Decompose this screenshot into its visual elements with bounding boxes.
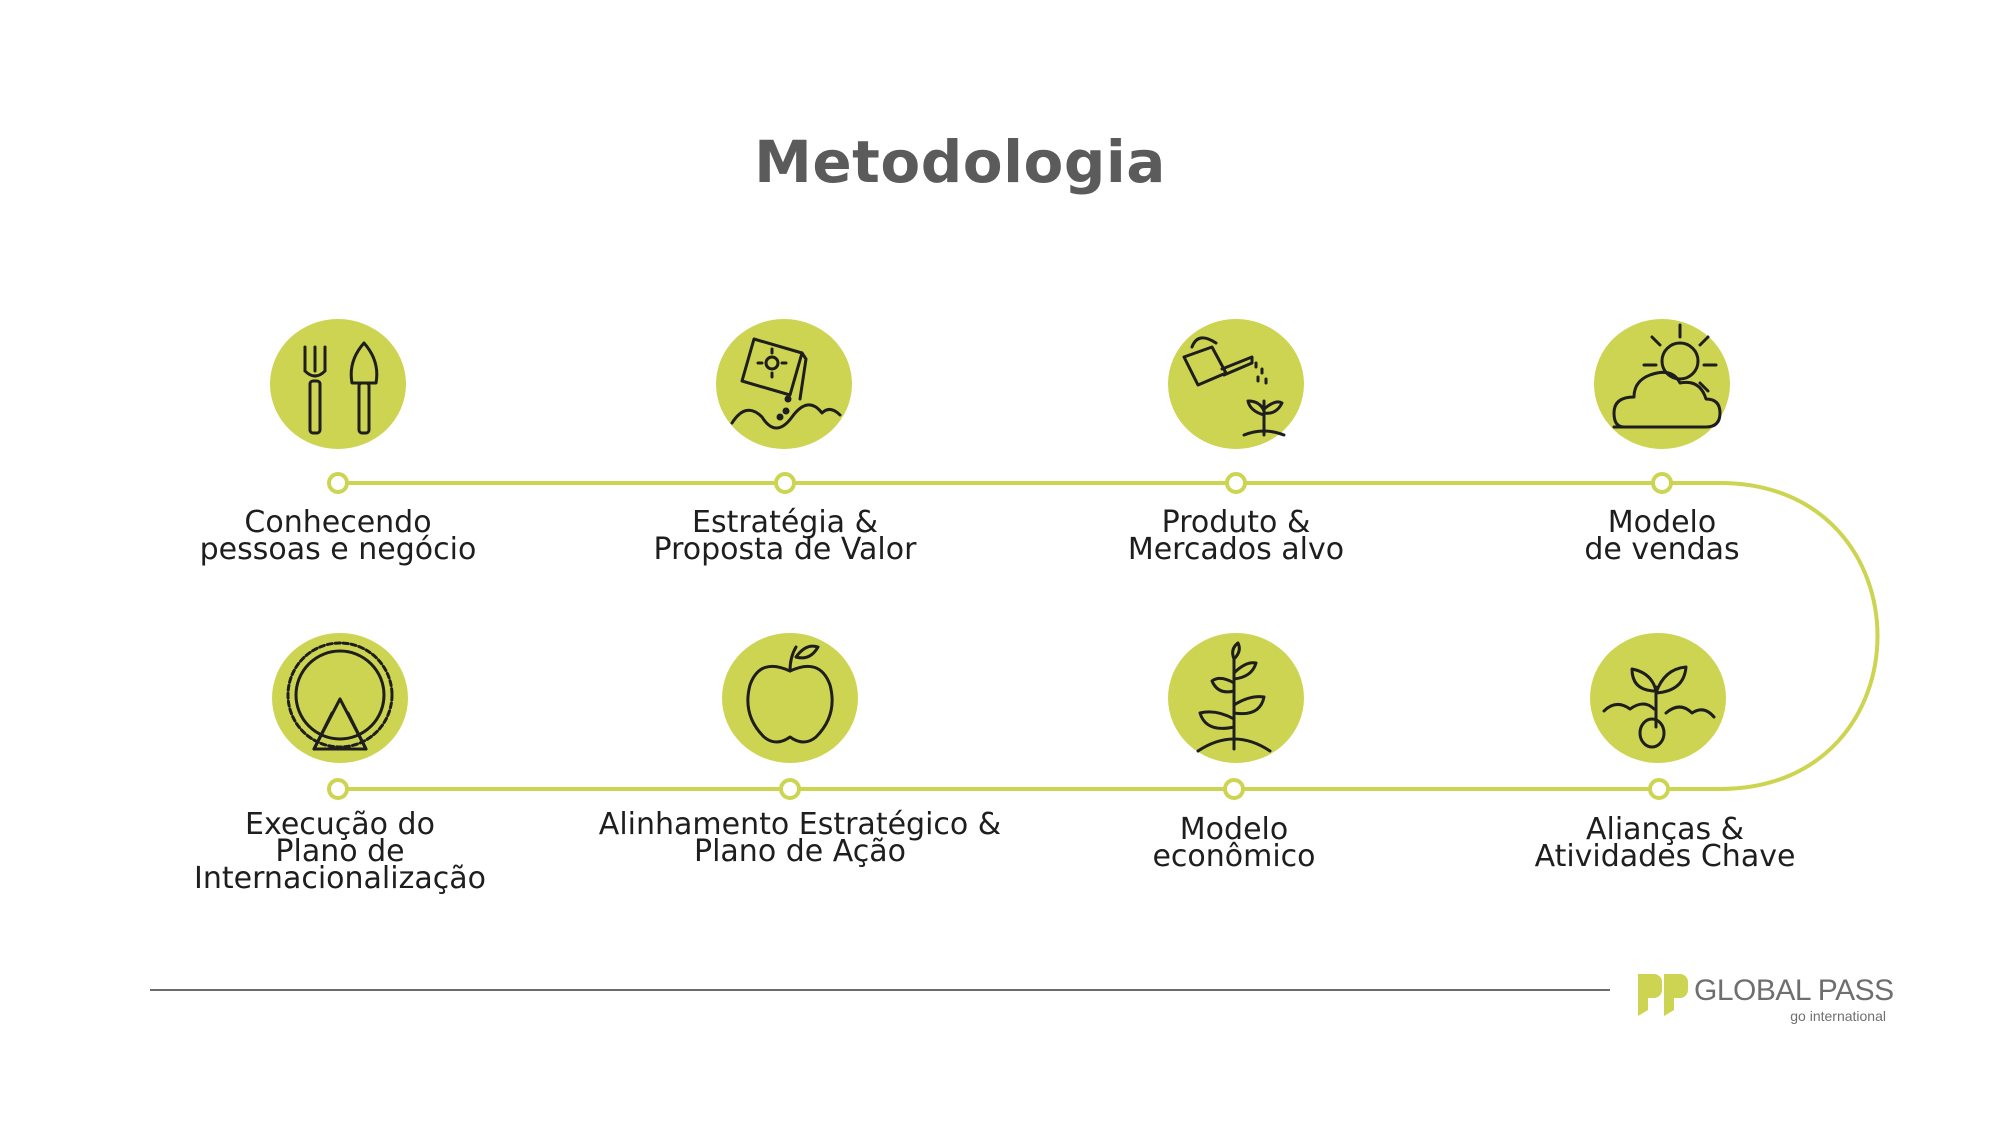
node-8 [327, 778, 349, 800]
node-3 [1225, 472, 1247, 494]
sprout-icon [1590, 633, 1726, 763]
brand-tagline: go international [1790, 1008, 1886, 1024]
page-title: Metodologia [754, 128, 1166, 196]
step-label-7: Alinhamento Estratégico &Plano de Ação [598, 807, 1002, 869]
node-5 [1648, 778, 1670, 800]
apple-icon [722, 633, 858, 763]
node-6 [1223, 778, 1245, 800]
brand-mark-icon [1638, 974, 1688, 1016]
node-2 [774, 472, 796, 494]
seed-packet-icon [716, 319, 852, 449]
step-label-2: Estratégia &Proposta de Valor [653, 505, 917, 567]
sun-cloud-icon [1594, 319, 1730, 449]
watering-can-icon [1168, 319, 1304, 449]
node-1 [327, 472, 349, 494]
footer-divider [150, 989, 1610, 991]
node-7 [779, 778, 801, 800]
step-label-3: Produto &Mercados alvo [1127, 505, 1345, 567]
growing-plant-icon [1168, 633, 1304, 763]
node-4 [1651, 472, 1673, 494]
brand-logo: GLOBAL PASS go international [1636, 970, 1894, 1032]
brand-name: GLOBAL PASS [1694, 974, 1894, 1007]
garden-tools-icon [270, 319, 406, 449]
step-label-5: Alianças &Atividades Chave [1534, 812, 1796, 874]
pie-icon [272, 633, 408, 763]
